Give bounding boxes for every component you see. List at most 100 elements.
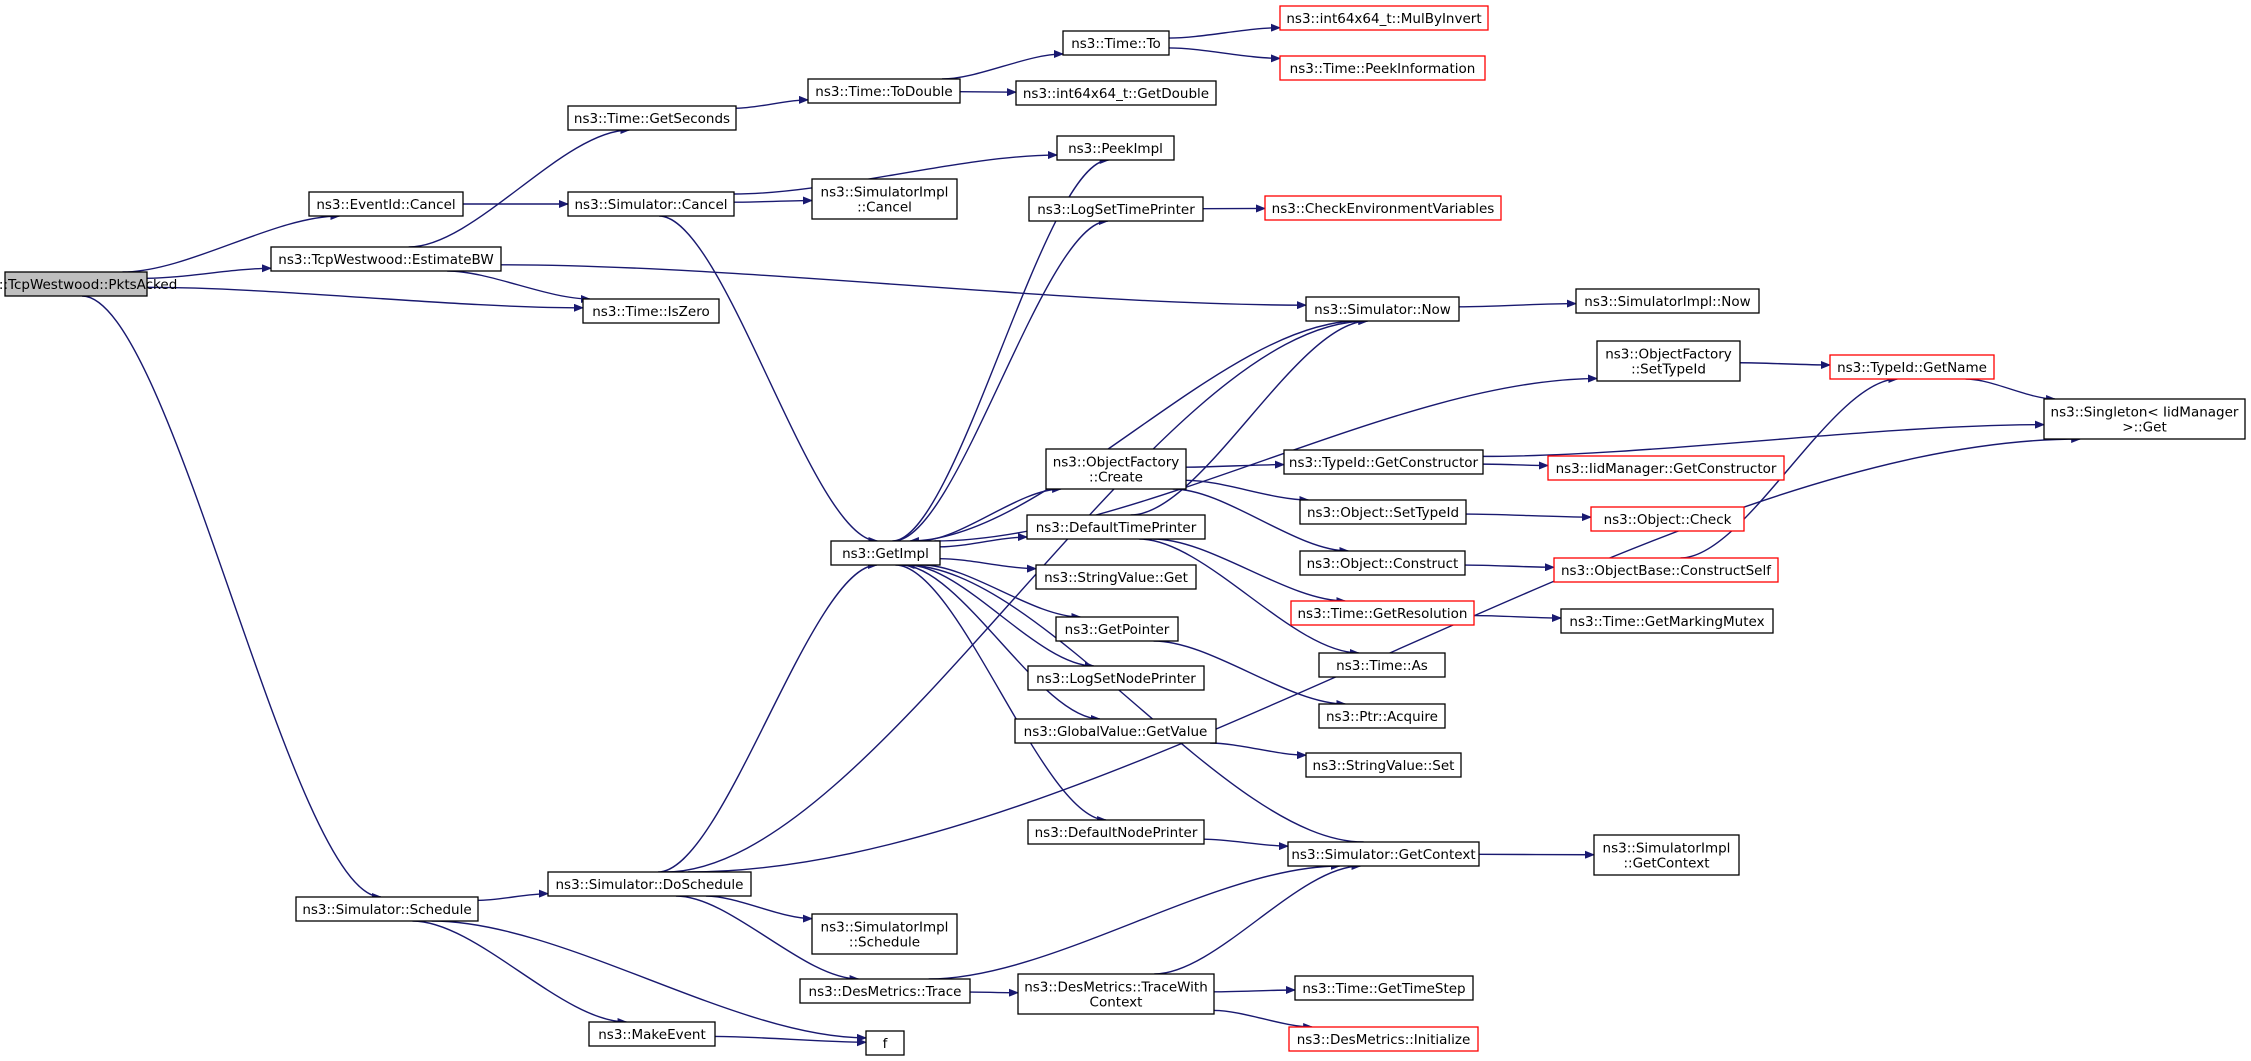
function-node-typeid-getconstructor[interactable]: ns3::TypeId::GetConstructor bbox=[1283, 449, 1484, 475]
node-label: ::Create bbox=[1089, 470, 1143, 486]
function-node-makeevent[interactable]: ns3::MakeEvent bbox=[588, 1021, 716, 1047]
node-box bbox=[1028, 196, 1204, 222]
function-node-simimpl-schedule[interactable]: ns3::SimulatorImpl::Schedule bbox=[811, 913, 958, 955]
node-label: f bbox=[883, 1036, 889, 1052]
node-label: ns3::Time::IsZero bbox=[592, 304, 710, 320]
function-node-stringvalue-set[interactable]: ns3::StringValue::Set bbox=[1305, 752, 1462, 778]
node-label: ns3::SimulatorImpl bbox=[1603, 841, 1731, 857]
function-node-peekimpl[interactable]: ns3::PeekImpl bbox=[1056, 135, 1175, 161]
call-edge bbox=[500, 264, 1307, 310]
function-node-objfactory-create[interactable]: ns3::ObjectFactory::Create bbox=[1045, 448, 1187, 490]
node-label: ns3::LogSetNodePrinter bbox=[1036, 671, 1196, 687]
function-node-time-iszero[interactable]: ns3::Time::IsZero bbox=[582, 298, 720, 324]
function-node-time-getresolution[interactable]: ns3::Time::GetResolution bbox=[1290, 600, 1475, 626]
function-node-time-getmarkingmutex[interactable]: ns3::Time::GetMarkingMutex bbox=[1560, 608, 1774, 634]
node-box bbox=[1287, 841, 1480, 867]
function-node-sim-getcontext[interactable]: ns3::Simulator::GetContext bbox=[1287, 841, 1480, 867]
node-box bbox=[1294, 975, 1474, 1001]
function-node-time-as[interactable]: ns3::Time::As bbox=[1318, 652, 1446, 678]
function-node-objfactory-settypeid[interactable]: ns3::ObjectFactory::SetTypeId bbox=[1596, 340, 1741, 382]
call-edge bbox=[1210, 742, 1307, 760]
node-box bbox=[308, 191, 464, 217]
call-edge bbox=[1203, 838, 1289, 851]
function-node-sim-cancel[interactable]: ns3::Simulator::Cancel bbox=[567, 191, 735, 217]
function-node-logsetnodeprinter[interactable]: ns3::LogSetNodePrinter bbox=[1027, 665, 1205, 691]
call-edge bbox=[733, 151, 1058, 195]
node-box bbox=[1560, 608, 1774, 634]
function-node-time-todouble[interactable]: ns3::Time::ToDouble bbox=[807, 78, 961, 104]
node-box bbox=[1290, 600, 1475, 626]
function-node-time-to[interactable]: ns3::Time::To bbox=[1062, 30, 1170, 56]
function-node-time-getseconds[interactable]: ns3::Time::GetSeconds bbox=[567, 105, 737, 131]
node-label: ns3::EventId::Cancel bbox=[316, 197, 455, 213]
function-node-int64-getdouble[interactable]: ns3::int64x64_t::GetDouble bbox=[1015, 80, 1217, 106]
call-edge bbox=[705, 895, 813, 923]
call-edge bbox=[1482, 420, 2045, 458]
function-node-defaultnodeprinter[interactable]: ns3::DefaultNodePrinter bbox=[1027, 819, 1205, 845]
function-node-time-gettimestep[interactable]: ns3::Time::GetTimeStep bbox=[1294, 975, 1474, 1001]
call-edge bbox=[904, 561, 1364, 843]
function-node-f[interactable]: f bbox=[865, 1030, 905, 1056]
function-node-logsettimeprinter[interactable]: ns3::LogSetTimePrinter bbox=[1028, 196, 1204, 222]
call-edge bbox=[895, 564, 1108, 824]
call-edge bbox=[447, 270, 591, 303]
function-node-checkenvvars[interactable]: ns3::CheckEnvironmentVariables bbox=[1264, 195, 1502, 221]
function-node-iidmanager-getconstructor[interactable]: ns3::IidManager::GetConstructor bbox=[1547, 455, 1785, 481]
function-node-object-settypeid[interactable]: ns3::Object::SetTypeId bbox=[1299, 499, 1467, 525]
node-box bbox=[567, 105, 737, 131]
node-box bbox=[1062, 30, 1170, 56]
function-node-getpointer[interactable]: ns3::GetPointer bbox=[1055, 616, 1179, 642]
node-label: ns3::ObjectFactory bbox=[1053, 455, 1180, 471]
node-box bbox=[1055, 616, 1179, 642]
function-node-getimpl[interactable]: ns3::GetImpl bbox=[830, 540, 941, 566]
function-node-int64-mulbyinvert[interactable]: ns3::int64x64_t::MulByInvert bbox=[1279, 5, 1489, 31]
function-node-simimpl-now[interactable]: ns3::SimulatorImpl::Now bbox=[1575, 288, 1760, 314]
node-box bbox=[1318, 703, 1446, 729]
call-edge bbox=[675, 895, 860, 983]
function-node-simimpl-getcontext[interactable]: ns3::SimulatorImpl::GetContext bbox=[1593, 834, 1740, 876]
function-node-sim-doschedule[interactable]: ns3::Simulator::DoSchedule bbox=[547, 871, 752, 897]
node-label: ::GetContext bbox=[1623, 856, 1709, 872]
function-node-object-construct[interactable]: ns3::Object::Construct bbox=[1299, 550, 1466, 576]
function-node-singleton-get[interactable]: ns3::Singleton< IidManager >::Get bbox=[2043, 398, 2246, 440]
function-node-estimatebw[interactable]: ns3::TcpWestwood::EstimateBW bbox=[270, 246, 502, 272]
function-node-sim-schedule[interactable]: ns3::Simulator::Schedule bbox=[295, 896, 479, 922]
function-node-stringvalue-get[interactable]: ns3::StringValue::Get bbox=[1035, 564, 1197, 590]
function-node-desmetrics-trace[interactable]: ns3::DesMetrics::Trace bbox=[799, 978, 971, 1004]
node-box bbox=[1596, 340, 1741, 382]
function-node-object-check[interactable]: ns3::Object::Check bbox=[1590, 506, 1745, 532]
node-box bbox=[1288, 1026, 1479, 1052]
function-node-objectbase-constructself[interactable]: ns3::ObjectBase::ConstructSelf bbox=[1553, 557, 1779, 583]
function-node-defaulttimeprinter[interactable]: ns3::DefaultTimePrinter bbox=[1026, 514, 1206, 540]
function-node-time-peekinformation[interactable]: ns3::Time::PeekInformation bbox=[1279, 55, 1486, 81]
node-label: ns3::Simulator::Schedule bbox=[302, 902, 471, 918]
call-edge bbox=[1482, 461, 1549, 470]
node-box bbox=[1014, 718, 1217, 744]
node-box bbox=[1027, 665, 1205, 691]
call-edge bbox=[1154, 862, 1362, 975]
function-node-pktsacked[interactable]: ns3::TcpWestwood::PktsAcked bbox=[0, 271, 177, 297]
call-edge bbox=[1172, 488, 1350, 555]
function-node-desmetrics-initialize[interactable]: ns3::DesMetrics::Initialize bbox=[1288, 1026, 1479, 1052]
node-label: ns3::DesMetrics::Initialize bbox=[1297, 1032, 1471, 1048]
call-edge bbox=[1473, 614, 1562, 623]
call-edge bbox=[892, 156, 1110, 542]
node-label: ns3::CheckEnvironmentVariables bbox=[1272, 201, 1495, 217]
node-label: ns3::PeekImpl bbox=[1068, 141, 1163, 157]
function-node-ptr-acquire[interactable]: ns3::Ptr::Acquire bbox=[1318, 703, 1446, 729]
call-edge bbox=[969, 988, 1019, 997]
function-node-globalvalue-getvalue[interactable]: ns3::GlobalValue::GetValue bbox=[1014, 718, 1217, 744]
function-node-typeid-getname[interactable]: ns3::TypeId::GetName bbox=[1829, 354, 1995, 380]
call-edge bbox=[714, 1035, 867, 1047]
node-label: ns3::TypeId::GetConstructor bbox=[1289, 455, 1479, 471]
call-edge bbox=[907, 564, 1095, 670]
node-box bbox=[1829, 354, 1995, 380]
node-box bbox=[1299, 550, 1466, 576]
call-edge bbox=[733, 196, 813, 205]
function-node-eventid-cancel[interactable]: ns3::EventId::Cancel bbox=[308, 191, 464, 217]
node-box bbox=[830, 540, 941, 566]
function-node-simimpl-cancel[interactable]: ns3::SimulatorImpl::Cancel bbox=[811, 178, 958, 220]
function-node-sim-now[interactable]: ns3::Simulator::Now bbox=[1305, 296, 1460, 322]
node-label: ns3::DefaultNodePrinter bbox=[1035, 825, 1198, 841]
